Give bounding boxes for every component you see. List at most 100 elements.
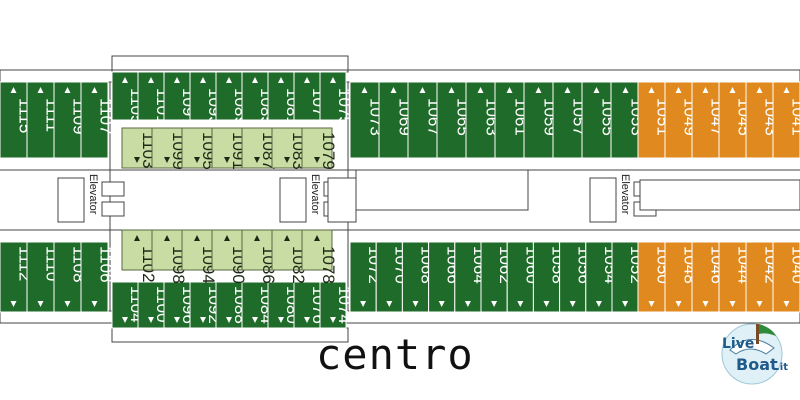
elevator-shaft (57, 177, 85, 223)
cabin-number: 1074 (335, 286, 354, 324)
cabin-arrow-icon (675, 301, 682, 307)
cabin-arrow-icon (174, 77, 180, 83)
logo-suffix: .it (776, 362, 788, 373)
cabin-box (581, 81, 612, 159)
cabin-arrow-icon (360, 301, 367, 307)
cabin-arrow-icon (729, 87, 736, 93)
cabin-arrow-icon (252, 317, 258, 323)
cabin-arrow-icon (783, 301, 790, 307)
cabin-box (436, 81, 467, 159)
cabin-box (611, 241, 639, 313)
cabin-box (559, 241, 587, 313)
cabin-box (454, 241, 482, 313)
cabin-number: 1040 (789, 246, 800, 284)
cabin-box (267, 281, 295, 329)
cabin-arrow-icon (148, 317, 154, 323)
cabin-arrow-icon (783, 87, 790, 93)
cabin-arrow-icon (729, 301, 736, 307)
cabin-arrow-icon (122, 77, 128, 83)
cabin-arrow-icon (226, 77, 232, 83)
cabin-arrow-icon (595, 301, 602, 307)
cabin-arrow-icon (569, 301, 576, 307)
cabin-arrow-icon (517, 301, 524, 307)
cabin-arrow-icon (419, 87, 426, 93)
cabin-arrow-icon (756, 87, 763, 93)
section-title: centro (316, 330, 474, 379)
cabin-box (637, 241, 666, 313)
cabin-arrow-icon (174, 317, 180, 323)
cabin-number: 1107 (97, 98, 116, 135)
liveboat-logo: Live Boat .it (721, 323, 788, 385)
cabin-number: 1075 (335, 88, 354, 126)
cabin-number: 1079 (319, 132, 338, 170)
elevator-label: Elevator (619, 174, 631, 215)
cabin-arrow-icon (330, 317, 336, 323)
cabin-box (401, 241, 430, 313)
elevator-car (101, 201, 125, 217)
logo-word-live: Live (722, 336, 754, 352)
cabin-box (375, 241, 403, 313)
cabin-arrow-icon (702, 301, 709, 307)
logo-word-boat: Boat (736, 355, 778, 374)
cabin-box (26, 81, 55, 159)
cabin-box (506, 241, 534, 313)
cabin-arrow-icon (386, 301, 393, 307)
cabin-arrow-icon (314, 157, 320, 163)
cabin-arrow-icon (37, 301, 44, 307)
cabin-arrow-icon (200, 317, 206, 323)
cabin-arrow-icon (224, 157, 230, 163)
cabin-number: 1041 (789, 98, 800, 136)
cabin-arrow-icon (622, 87, 629, 93)
cabin-arrow-icon (134, 157, 140, 163)
cabin-arrow-icon (64, 87, 71, 93)
cabin-arrow-icon (675, 87, 682, 93)
cabin-box (80, 241, 109, 313)
cabin-box (610, 81, 641, 159)
cabin-box (378, 81, 409, 159)
cabin-box (691, 81, 720, 159)
cabin-box (718, 81, 747, 159)
cabin-number: 1078 (319, 246, 338, 284)
cabin-box (465, 81, 496, 159)
cabin-arrow-icon (134, 235, 140, 241)
cabin-box (772, 241, 800, 313)
mid-bridge-bottom (111, 327, 349, 343)
cabin-box (772, 81, 800, 159)
cabin-arrow-icon (622, 301, 629, 307)
cabin-arrow-icon (164, 157, 170, 163)
elevator-shaft (589, 177, 617, 223)
cabin-box (664, 81, 693, 159)
cabin-arrow-icon (314, 235, 320, 241)
cabin-arrow-icon (224, 235, 230, 241)
cabin-arrow-icon (361, 87, 368, 93)
cabin-arrow-icon (648, 87, 655, 93)
cabin-arrow-icon (448, 87, 455, 93)
cabin-arrow-icon (284, 157, 290, 163)
cabin-arrow-icon (10, 87, 17, 93)
cabin-box (691, 241, 720, 313)
cabin-arrow-icon (122, 317, 128, 323)
cabin-arrow-icon (438, 301, 445, 307)
elevator: Elevator (57, 174, 125, 223)
cabin-arrow-icon (464, 301, 471, 307)
cabin-box (428, 241, 456, 313)
cabin-box (585, 241, 613, 313)
cabin-arrow-icon (91, 87, 98, 93)
cabin-arrow-icon (252, 77, 258, 83)
cabin-arrow-icon (148, 77, 154, 83)
cabin-number: 1106 (97, 246, 116, 283)
cabin-arrow-icon (491, 301, 498, 307)
cabin-arrow-icon (278, 77, 284, 83)
cabin-arrow-icon (412, 301, 419, 307)
cabin-arrow-icon (200, 77, 206, 83)
elevator-shaft (279, 177, 307, 223)
